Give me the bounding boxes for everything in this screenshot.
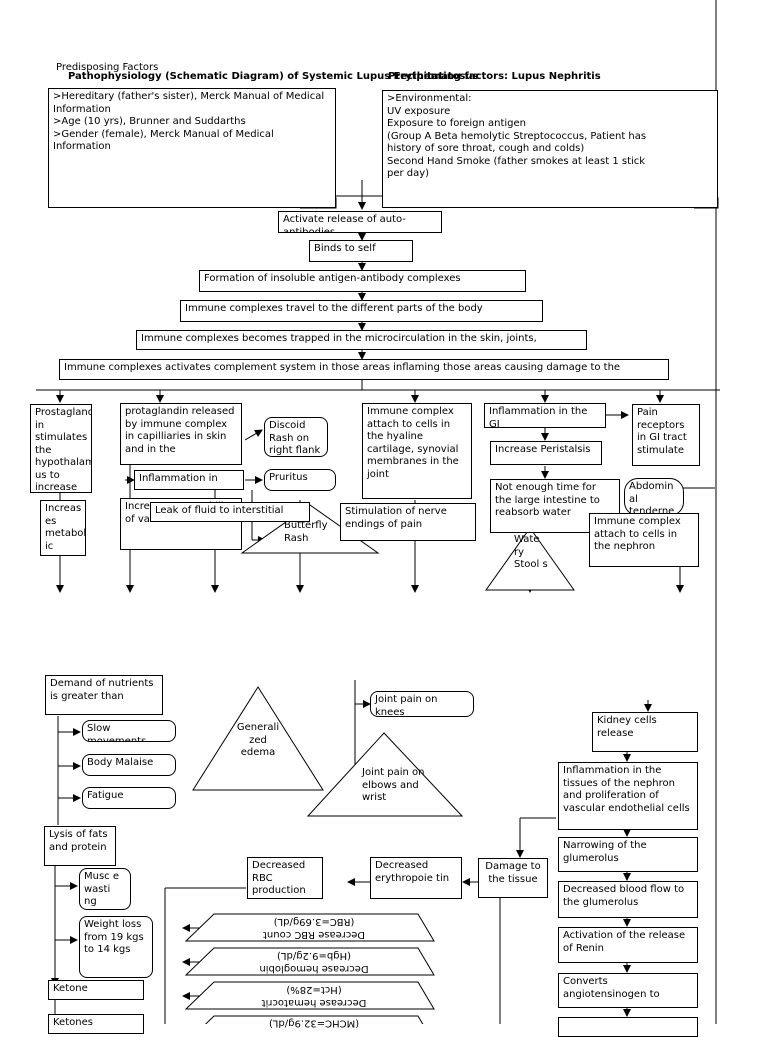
trapped-box: Immune complexes becomes trapped in the …	[136, 330, 587, 350]
ketones-box: Ketones	[48, 1014, 144, 1034]
watery-stools-label: Wate ry Stool s	[514, 534, 548, 570]
ketone-box: Ketone	[48, 980, 144, 1000]
hematocrit-label: Decrease hematocrit (Hct=28%)	[261, 984, 367, 1009]
hemoglobin-label: Decrease hemoglobin (Hgb=9.2g/dL)	[259, 950, 369, 975]
next-step-box	[558, 1017, 698, 1037]
immune-joint-box: Immune complex attach to cells in the hy…	[362, 403, 472, 499]
predisposing-box: >Hereditary (father's sister), Merck Man…	[48, 88, 336, 208]
inflammation-gi-box: Inflammation in the GI	[484, 403, 606, 428]
travel-box: Immune complexes travel to the different…	[180, 300, 543, 322]
increase-metab-box: Increas es metabol ic	[40, 500, 86, 556]
body-malaise-box: Body Malaise	[82, 754, 176, 776]
increase-peristalsis-box: Increase Peristalsis	[490, 441, 602, 465]
formation-box: Formation of insoluble antigen-antibody …	[199, 270, 526, 292]
joint-elbows-triangle	[306, 732, 464, 817]
environmental-box: >Environmental: UV exposure Exposure to …	[382, 90, 718, 208]
inflammation-skin-box: Inflammation in	[134, 470, 244, 490]
protaglandin-box: protaglandin released by immune complex …	[120, 403, 242, 465]
decreased-flow-box: Decreased blood flow to the glumerolus	[558, 881, 698, 918]
stimulation-box: Stimulation of nerve endings of pain	[340, 503, 476, 541]
renin-box: Activation of the release of Renin	[558, 927, 698, 963]
demand-box: Demand of nutrients is greater than	[45, 675, 163, 715]
joint-elbows-label: Joint pain on elbows and wrist	[362, 767, 425, 803]
hgb-parallelogram	[184, 947, 435, 976]
predisposing-label: Predisposing Factors	[56, 62, 159, 73]
narrowing-box: Narrowing of the glumerolus	[558, 837, 698, 872]
butterfly-rash-label: Butterfly Rash	[284, 520, 328, 544]
inflammation-nephron-box: Inflammation in the tissues of the nephr…	[558, 762, 698, 830]
page-title-overlap: Precipitating factors: Lupus Nephritis	[388, 71, 601, 82]
pain-receptors-box: Pain receptors in GI tract stimulate	[632, 404, 700, 466]
mchc-label: (MCHC=32.9g/dL)	[268, 1017, 360, 1029]
edema-label: Generali zed edema	[236, 722, 280, 758]
edema-triangle	[192, 686, 324, 791]
hct-parallelogram	[184, 981, 435, 1010]
immune-nephron-box: Immune complex attach to cells in the ne…	[589, 513, 699, 567]
activate-box: Activate release of auto-antibodies	[278, 211, 442, 233]
muscle-wasting-box: Musc e wasti ng	[79, 868, 131, 910]
slow-movements-box: Slow movements	[82, 720, 176, 742]
rbc-parallelogram	[184, 913, 435, 942]
pruritus-box: Pruritus	[264, 469, 336, 491]
prostagland-box: Prostagland in stimulates the hypothalam…	[30, 404, 92, 493]
joint-knees-box: Joint pain on knees	[370, 691, 474, 717]
converts-box: Converts angiotensinogen to	[558, 973, 698, 1008]
discoid-rash-box: Discoid Rash on right flank	[264, 417, 328, 457]
lysis-box: Lysis of fats and protein	[44, 826, 116, 866]
complement-box: Immune complexes activates complement sy…	[59, 359, 669, 380]
watery-triangle	[485, 527, 575, 591]
abdominal-box: Abdomin al tenderne	[624, 478, 684, 516]
mchc-parallelogram	[204, 1015, 424, 1024]
rbc-count-label: Decrease RBC count (RBC=3.69g/dL)	[262, 916, 366, 941]
kidney-release-box: Kidney cells release	[592, 712, 698, 752]
fatigue-box: Fatigue	[82, 787, 176, 809]
decreased-rbc-box: Decreased RBC production	[247, 857, 323, 899]
weight-loss-box: Weight loss from 19 kgs to 14 kgs	[79, 916, 153, 978]
leak-box: Leak of fluid to interstitial	[150, 502, 310, 522]
decreased-epo-box: Decreased erythropoie tin	[370, 857, 462, 899]
damage-box: Damage to the tissue	[478, 858, 548, 898]
binds-box: Binds to self	[309, 240, 413, 262]
page-title: Pathophysiology (Schematic Diagram) of S…	[68, 71, 479, 82]
